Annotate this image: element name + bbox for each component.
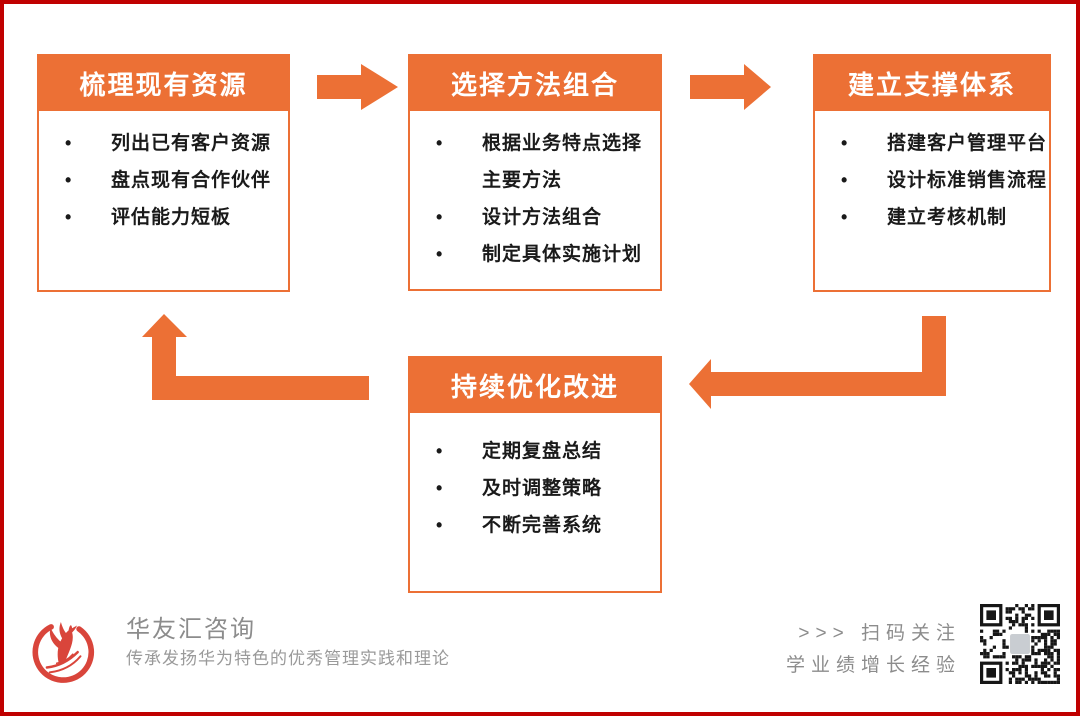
flow-box-step3: 建立支撑体系 •搭建客户管理平台 •设计标准销售流程 •建立考核机制 xyxy=(813,54,1051,292)
bullet-item: •制定具体实施计划 xyxy=(436,236,660,273)
bullet-item: •列出已有客户资源 xyxy=(65,125,288,162)
flow-box-step1: 梳理现有资源 •列出已有客户资源 •盘点现有合作伙伴 •评估能力短板 xyxy=(37,54,290,292)
bullet-item: •搭建客户管理平台 xyxy=(841,125,1049,162)
bullet-icon: • xyxy=(841,207,849,227)
bullet-item: •定期复盘总结 xyxy=(436,433,660,470)
bullet-list: •根据业务特点选择主要方法 •设计方法组合 •制定具体实施计划 xyxy=(410,111,660,273)
bullet-item: •设计方法组合 xyxy=(436,199,660,236)
bullet-icon: • xyxy=(436,133,444,153)
bullet-icon: • xyxy=(841,133,849,153)
bullet-item: •设计标准销售流程 xyxy=(841,162,1049,199)
bullet-list: •列出已有客户资源 •盘点现有合作伙伴 •评估能力短板 xyxy=(39,111,288,236)
brand-text-block: 华友汇咨询 传承发扬华为特色的优秀管理实践和理论 xyxy=(126,614,450,672)
phoenix-logo-icon xyxy=(32,622,95,683)
box-title-step2: 选择方法组合 xyxy=(410,56,660,111)
qr-caption-line1: >>> 扫码关注 xyxy=(798,623,961,644)
bullet-icon: • xyxy=(436,244,444,264)
bullet-list: •定期复盘总结 •及时调整策略 •不断完善系统 xyxy=(410,413,660,544)
bullet-icon: • xyxy=(65,207,73,227)
arrow-step3-to-step4-icon xyxy=(689,316,946,409)
brand-tagline: 传承发扬华为特色的优秀管理实践和理论 xyxy=(126,649,450,668)
box-title-step3: 建立支撑体系 xyxy=(815,56,1049,111)
bullet-item: •不断完善系统 xyxy=(436,507,660,544)
flow-box-step2: 选择方法组合 •根据业务特点选择主要方法 •设计方法组合 •制定具体实施计划 xyxy=(408,54,662,291)
bullet-icon: • xyxy=(436,441,444,461)
footer: 华友汇咨询 传承发扬华为特色的优秀管理实践和理论 >>> 扫码关注 学业绩增长经… xyxy=(4,602,1076,712)
bullet-icon: • xyxy=(436,207,444,227)
bullet-list: •搭建客户管理平台 •设计标准销售流程 •建立考核机制 xyxy=(815,111,1049,236)
bullet-item: •根据业务特点选择主要方法 xyxy=(436,125,660,199)
bullet-item: •及时调整策略 xyxy=(436,470,660,507)
arrow-step1-to-step2-icon xyxy=(317,64,398,110)
arrow-step4-to-step1-icon xyxy=(142,314,369,400)
qr-code-image xyxy=(980,604,1060,684)
box-title-step4: 持续优化改进 xyxy=(410,358,660,413)
qr-code xyxy=(980,604,1060,684)
bullet-icon: • xyxy=(436,478,444,498)
qr-caption-line2: 学业绩增长经验 xyxy=(785,655,961,676)
bullet-icon: • xyxy=(65,133,73,153)
brand-name: 华友汇咨询 xyxy=(126,616,256,643)
flow-box-step4: 持续优化改进 •定期复盘总结 •及时调整策略 •不断完善系统 xyxy=(408,356,662,593)
bullet-icon: • xyxy=(65,170,73,190)
bullet-icon: • xyxy=(436,515,444,535)
bullet-icon: • xyxy=(841,170,849,190)
qr-caption-block: >>> 扫码关注 学业绩增长经验 xyxy=(786,618,961,682)
bullet-item: •评估能力短板 xyxy=(65,199,288,236)
bullet-item: •盘点现有合作伙伴 xyxy=(65,162,288,199)
box-title-step1: 梳理现有资源 xyxy=(39,56,288,111)
bullet-item: •建立考核机制 xyxy=(841,199,1049,236)
arrow-step2-to-step3-icon xyxy=(690,64,771,110)
